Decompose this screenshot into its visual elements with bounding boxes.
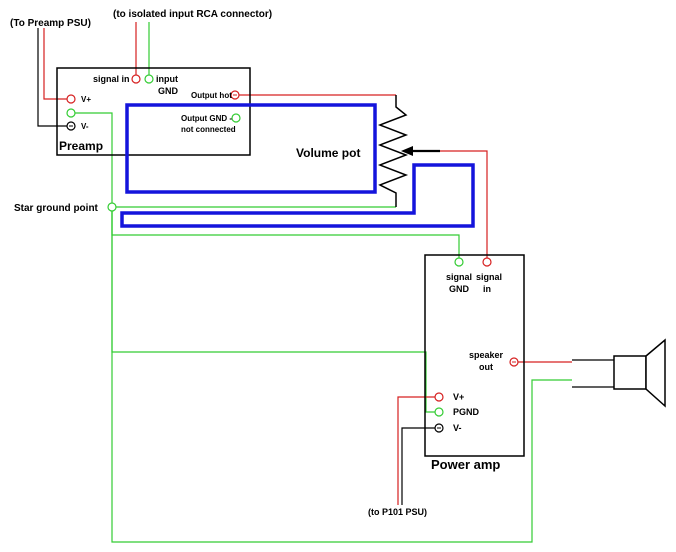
amp-pgnd-label: PGND xyxy=(453,407,480,417)
star-ground-label: Star ground point xyxy=(14,203,99,214)
preamp-vminus-label: V- xyxy=(81,122,89,131)
amp-speaker-out-label-1: speaker xyxy=(469,350,504,360)
psu-vplus-wire xyxy=(43,28,71,100)
output-gnd-label-1: Output GND - xyxy=(181,114,232,123)
minus-marks xyxy=(69,125,441,429)
preamp-gnd-terminal-icon xyxy=(66,108,76,118)
hot-marks xyxy=(233,94,516,363)
p101-vminus-wire xyxy=(401,427,439,505)
preamp-signal-in-terminal-icon xyxy=(131,74,141,84)
preamp-vplus-terminal-icon xyxy=(66,94,76,104)
amp-vminus-label: V- xyxy=(453,423,462,433)
black-wires xyxy=(37,28,614,505)
power-amp-box xyxy=(424,254,525,457)
blue-shield-traces xyxy=(120,103,475,228)
amp-signal-in-label-2: in xyxy=(483,284,491,294)
psu-vminus-wire xyxy=(37,28,71,127)
amp-signal-gnd-label-1: signal xyxy=(446,272,472,282)
star-to-speaker-return-wire xyxy=(111,207,572,543)
preamp-input-gnd-terminal-icon xyxy=(144,74,154,84)
preamp-signal-in-label: signal in xyxy=(93,74,130,84)
amp-vplus-label: V+ xyxy=(453,392,464,402)
amp-signal-gnd-label-2: GND xyxy=(449,284,470,294)
amp-pgnd-terminal-icon xyxy=(434,407,444,417)
preamp-input-gnd-label-2: GND xyxy=(158,86,179,96)
shield-loop-outer xyxy=(120,163,475,228)
to-preamp-psu-note: (To Preamp PSU) xyxy=(10,18,91,29)
preamp-box xyxy=(56,67,251,156)
amp-signal-in-label-1: signal xyxy=(476,272,502,282)
green-ground-wires xyxy=(71,22,572,543)
amp-signal-in-terminal-icon xyxy=(482,257,492,267)
to-rca-note: (to isolated input RCA connector) xyxy=(113,9,272,20)
output-hot-label: Output hot xyxy=(191,91,232,100)
star-to-signal-gnd-wire xyxy=(111,207,460,262)
output-gnd-terminal-icon xyxy=(231,113,241,123)
preamp-gnd-to-star-wire xyxy=(71,112,113,207)
to-p101-psu-note: (to P101 PSU) xyxy=(368,507,427,517)
power-amp-title: Power amp xyxy=(431,457,500,472)
speaker-icon xyxy=(613,338,666,408)
preamp-title: Preamp xyxy=(59,139,103,153)
amp-vplus-terminal-icon xyxy=(434,392,444,402)
preamp-vplus-label: V+ xyxy=(81,95,91,104)
amp-speaker-out-label-2: out xyxy=(479,362,493,372)
output-gnd-label-2: not connected xyxy=(181,125,236,134)
star-ground-terminal-icon xyxy=(107,202,117,212)
resistor-zigzag-icon xyxy=(377,95,409,207)
wiper-arrow-icon xyxy=(401,146,440,156)
p101-vplus-wire xyxy=(397,396,439,505)
terminals xyxy=(66,74,519,433)
red-wires xyxy=(43,22,572,505)
star-to-pgnd-wire xyxy=(111,207,439,413)
wiper-to-amp-wire xyxy=(410,150,488,262)
volume-pot-label: Volume pot xyxy=(296,146,360,160)
volume-pot-box xyxy=(125,103,377,194)
amp-signal-gnd-terminal-icon xyxy=(454,257,464,267)
preamp-input-gnd-label-1: input xyxy=(156,74,178,84)
